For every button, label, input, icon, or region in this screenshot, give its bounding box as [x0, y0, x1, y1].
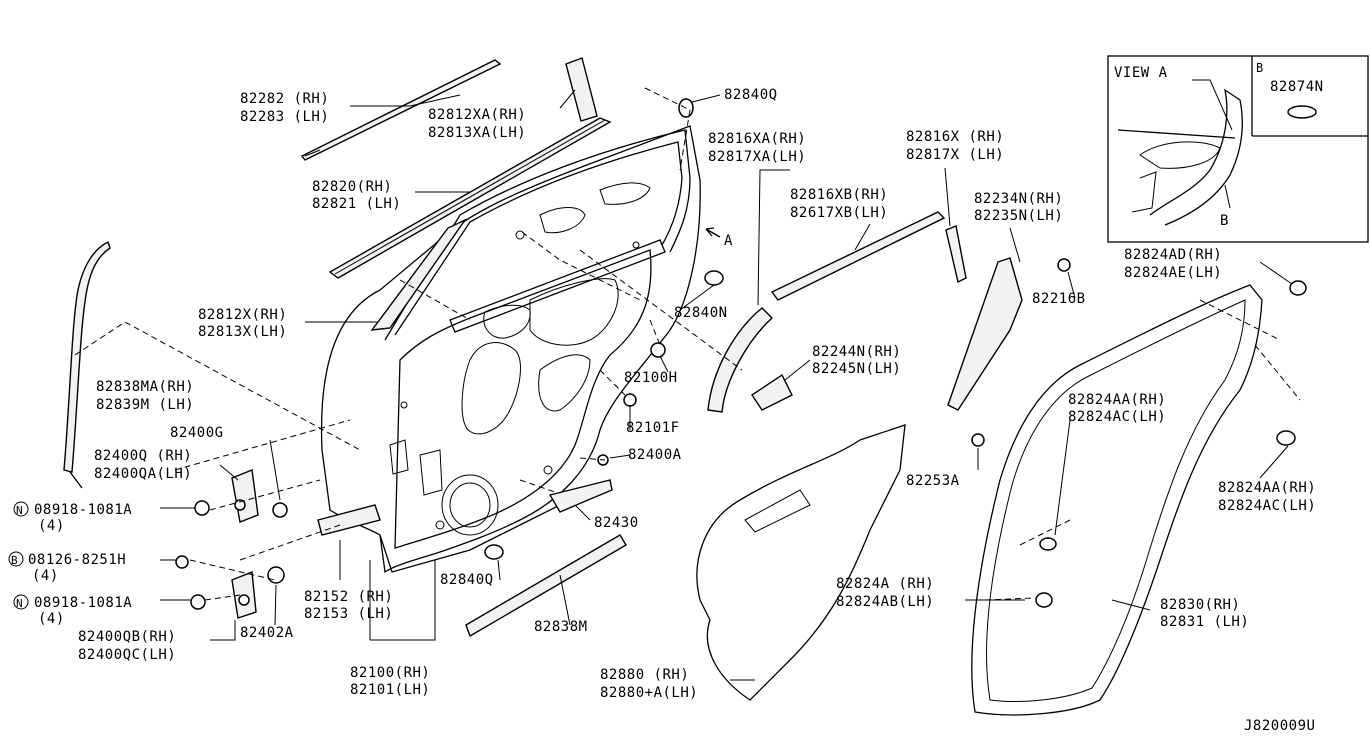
- label-82824ac-1: 82824AC(LH): [1068, 409, 1166, 425]
- label-82283: 82283 (LH): [240, 109, 329, 125]
- label-08918-1: 08918-1081A: [34, 502, 132, 518]
- label-82824a: 82824A (RH): [836, 576, 934, 592]
- hinge-upper: [194, 469, 288, 523]
- label-82880a: 82880+A(LH): [600, 685, 698, 701]
- label-82153: 82153 (LH): [304, 606, 393, 622]
- part-82838m-strip: [465, 534, 627, 638]
- label-82400q: 82400Q (RH): [94, 448, 192, 464]
- hinge-lower: [175, 555, 285, 619]
- label-arrow-a: A: [724, 233, 733, 249]
- label-82402a: 82402A: [240, 625, 294, 641]
- label-82874n: 82874N: [1270, 79, 1324, 95]
- label-82840n: 82840N: [674, 305, 728, 321]
- label-82824ab: 82824AB(LH): [836, 594, 934, 610]
- part-82812x-sash: [370, 218, 468, 331]
- label-82824ae: 82824AE(LH): [1124, 265, 1222, 281]
- label-08918-2-qty: (4): [38, 611, 65, 627]
- part-82880-seal-screen: [696, 424, 906, 701]
- part-82816x-strip: [945, 225, 967, 284]
- part-82152-strip: [317, 504, 381, 536]
- part-82816xb-moulding: [770, 211, 946, 301]
- label-82400qa: 82400QA(LH): [94, 466, 192, 482]
- label-82812xa: 82812XA(RH): [428, 107, 526, 123]
- part-82282-moulding: [300, 59, 502, 161]
- label-82820: 82820(RH): [312, 179, 392, 195]
- label-08918-2: 08918-1081A: [34, 595, 132, 611]
- label-82824ac-2: 82824AC(LH): [1218, 498, 1316, 514]
- label-82812x: 82812X(RH): [198, 307, 287, 323]
- label-82245n: 82245N(LH): [812, 361, 901, 377]
- label-82400g: 82400G: [170, 425, 224, 441]
- label-82101: 82101(LH): [350, 682, 430, 698]
- label-82813xa: 82813XA(LH): [428, 125, 526, 141]
- label-82824aa-1: 82824AA(RH): [1068, 392, 1166, 408]
- diagram-id: J820009U: [1244, 718, 1315, 734]
- inset-view-a: [1107, 55, 1369, 243]
- label-82813x: 82813X(LH): [198, 324, 287, 340]
- label-82817xa: 82817XA(LH): [708, 149, 806, 165]
- label-82244n: 82244N(RH): [812, 344, 901, 360]
- label-inset-b-callout: B: [1220, 213, 1229, 229]
- label-82824aa-2: 82824AA(RH): [1218, 480, 1316, 496]
- label-82816xa: 82816XA(RH): [708, 131, 806, 147]
- part-82816xa-finisher: [707, 307, 774, 413]
- symbol-n-2-text: N: [16, 597, 23, 610]
- part-labels: 82282 (RH) 82283 (LH) 82812XA(RH) 82813X…: [8, 61, 1324, 734]
- part-82430-check-link: [548, 479, 613, 513]
- label-82838ma: 82838MA(RH): [96, 379, 194, 395]
- part-82830-weatherstrip: [971, 284, 1263, 716]
- label-82235n: 82235N(LH): [974, 208, 1063, 224]
- label-82100h: 82100H: [624, 370, 678, 386]
- label-82831: 82831 (LH): [1160, 614, 1249, 630]
- label-82400qb: 82400QB(RH): [78, 629, 176, 645]
- label-82839m: 82839M (LH): [96, 397, 194, 413]
- label-82617xb: 82617XB(LH): [790, 205, 888, 221]
- label-82216b: 82216B: [1032, 291, 1086, 307]
- symbol-n-2: [13, 594, 29, 610]
- leader-lines: [160, 89, 1293, 681]
- label-08126-qty: (4): [32, 568, 59, 584]
- symbol-n-1-text: N: [16, 504, 23, 517]
- assembly-lines: [74, 87, 1301, 601]
- label-08126: 08126-8251H: [28, 552, 126, 568]
- label-82234n: 82234N(RH): [974, 191, 1063, 207]
- part-82838ma-strip: [63, 241, 111, 473]
- label-82840q-bottom: 82840Q: [440, 572, 494, 588]
- label-82817x: 82817X (LH): [906, 147, 1004, 163]
- door-shell: [320, 125, 701, 574]
- part-82234n-pillar: [947, 257, 1023, 411]
- label-82152: 82152 (RH): [304, 589, 393, 605]
- symbol-b: [8, 551, 24, 567]
- part-82244n-bracket: [751, 373, 793, 411]
- label-82824ad: 82824AD(RH): [1124, 247, 1222, 263]
- label-82838m: 82838M: [534, 619, 588, 635]
- label-82400a: 82400A: [628, 447, 682, 463]
- label-08918-1-qty: (4): [38, 518, 65, 534]
- part-82820-weatherstrip: [328, 117, 612, 279]
- label-82840q-top: 82840Q: [724, 87, 778, 103]
- label-view-a: VIEW A: [1114, 65, 1168, 81]
- label-82400qc: 82400QC(LH): [78, 647, 176, 663]
- label-82101f: 82101F: [626, 420, 680, 436]
- label-82830: 82830(RH): [1160, 597, 1240, 613]
- label-82100: 82100(RH): [350, 665, 430, 681]
- part-82812xa-garnish: [565, 57, 598, 122]
- label-82253a: 82253A: [906, 473, 960, 489]
- label-82430: 82430: [594, 515, 639, 531]
- symbol-n-1: [13, 501, 29, 517]
- label-82816xb: 82816XB(RH): [790, 187, 888, 203]
- label-82282: 82282 (RH): [240, 91, 329, 107]
- label-82816x: 82816X (RH): [906, 129, 1004, 145]
- symbol-b-text: B: [11, 554, 18, 567]
- label-inset-b: B: [1256, 61, 1264, 75]
- label-82821: 82821 (LH): [312, 196, 401, 212]
- label-82880: 82880 (RH): [600, 667, 689, 683]
